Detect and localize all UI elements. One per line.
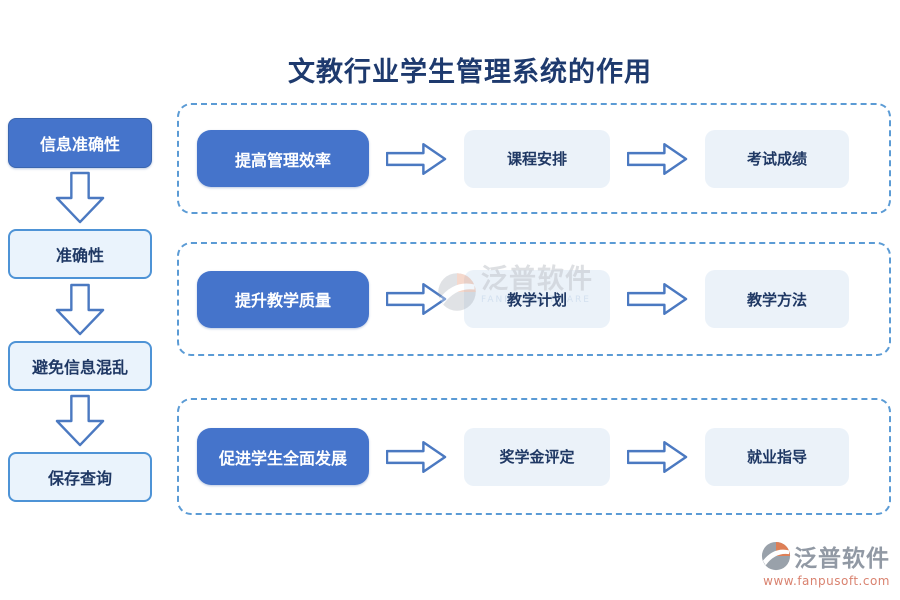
footer-brand: 泛普软件 [794,546,890,572]
step-label: 教学计划 [506,290,567,309]
step-box: 课程安排 [464,129,610,188]
left-flow-label: 准确性 [55,246,104,265]
step-box: 奖学金评定 [464,427,610,486]
footer-url: www.fanpusoft.com [763,574,890,588]
arrow-down-icon [55,283,105,337]
step-label: 奖学金评定 [499,448,575,466]
step-label: 就业指导 [746,448,807,466]
left-flow-label: 保存查询 [47,469,112,488]
arrow-right-icon [627,141,688,177]
left-flow-label: 信息准确性 [39,135,120,154]
left-flow-label: 避免信息混乱 [31,358,128,377]
arrow-down-icon [55,394,105,448]
page-title: 文教行业学生管理系统的作用 [288,57,652,88]
left-flow-box-4: 保存查询 [8,452,152,502]
arrow-right-icon [386,141,447,177]
lead-box: 提升教学质量 [197,270,369,328]
lead-box: 促进学生全面发展 [197,428,369,485]
arrow-down-icon [55,171,105,225]
brand-footer: 泛普软件 www.fanpusoft.com [761,539,890,588]
lead-box: 提高管理效率 [197,130,369,187]
left-flow-box-1: 信息准确性 [8,118,152,168]
arrow-right-icon [627,439,688,475]
step-label: 教学方法 [746,290,807,309]
lead-label: 促进学生全面发展 [218,448,347,468]
flow-row-1: 提高管理效率 课程安排 考试成绩 [177,103,891,214]
step-label: 课程安排 [506,150,567,168]
step-box: 教学计划 [464,270,610,328]
arrow-right-icon [627,281,688,317]
left-flow-box-3: 避免信息混乱 [8,341,152,391]
left-flow-box-2: 准确性 [8,229,152,279]
arrow-right-icon [386,281,447,317]
arrow-right-icon [386,439,447,475]
step-box: 考试成绩 [705,129,849,188]
step-box: 就业指导 [705,427,849,486]
flow-row-3: 促进学生全面发展 奖学金评定 就业指导 [177,398,891,515]
flow-row-2: 提升教学质量 教学计划 教学方法 [177,242,891,356]
lead-label: 提升教学质量 [234,291,331,310]
step-box: 教学方法 [705,270,849,328]
step-label: 考试成绩 [746,150,807,168]
fanpu-logo-icon [761,541,791,571]
lead-label: 提高管理效率 [234,150,331,170]
